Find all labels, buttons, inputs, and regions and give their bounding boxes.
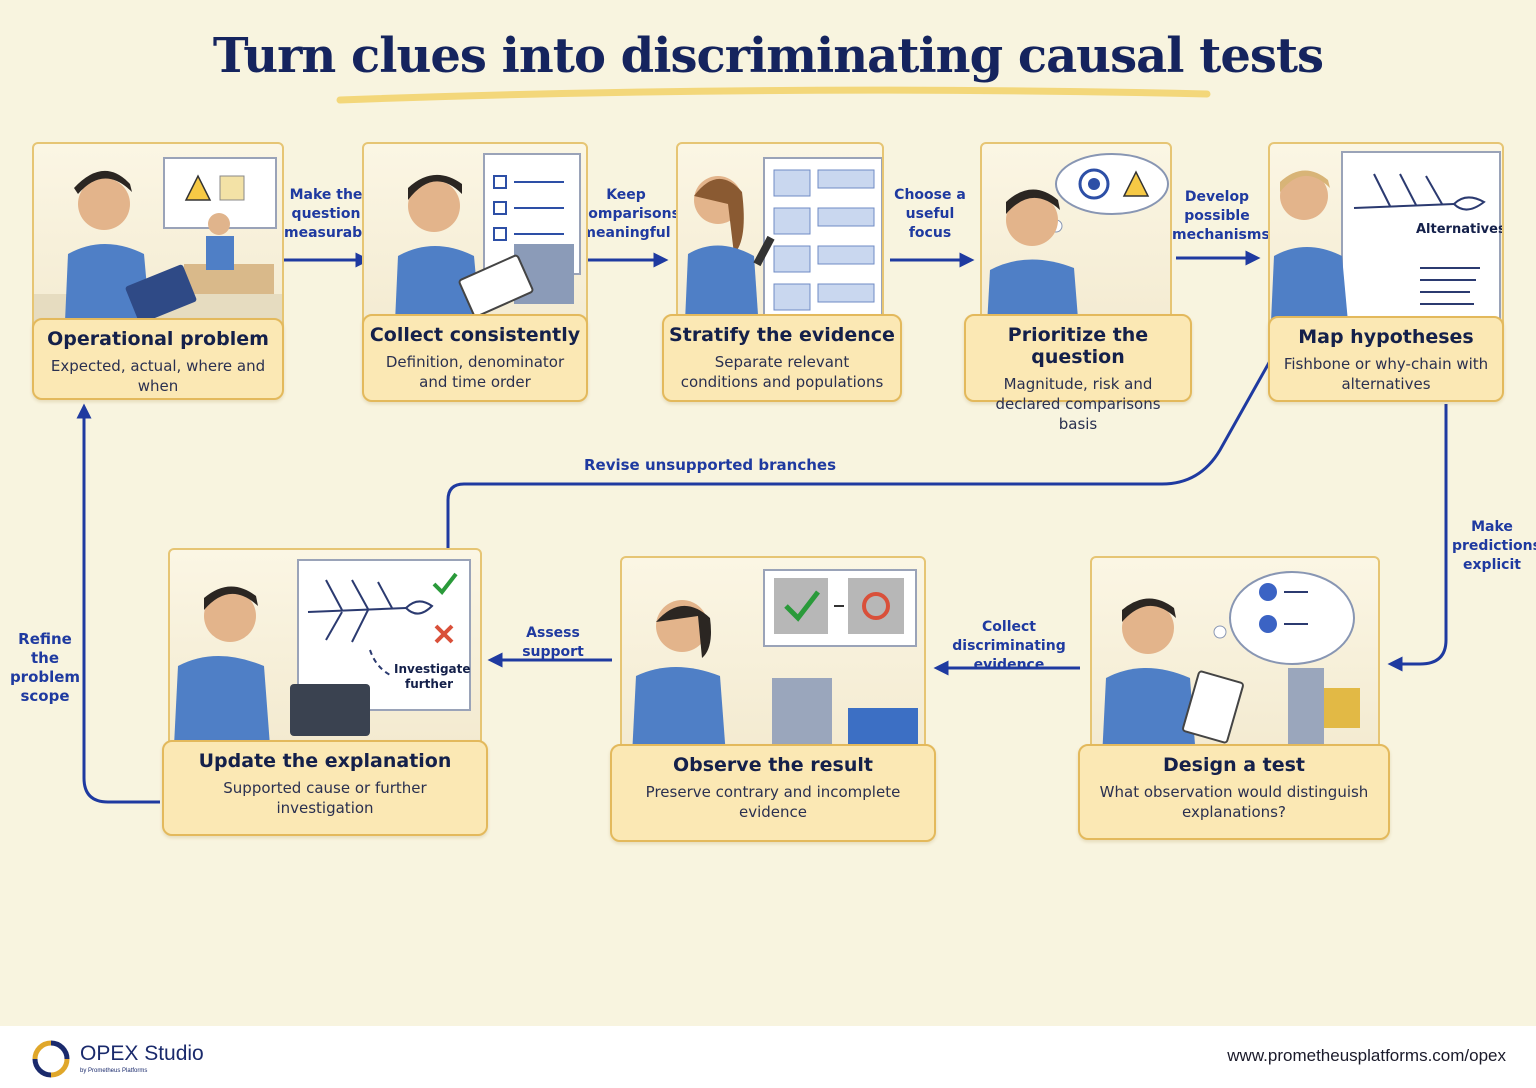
step-description: Separate relevant conditions and populat… [680, 353, 884, 391]
footer-brand-sub: by Prometheus Platforms [80, 1068, 148, 1074]
illustration-design-test [1090, 556, 1380, 760]
step-map-hypotheses: Alternatives Map hypotheses Fishbone or … [1268, 142, 1504, 402]
illustration-collect-consistently [362, 142, 588, 346]
illustration-observe-result [620, 556, 926, 758]
step-update-explanation: Investigate further Update the explanati… [162, 548, 488, 836]
illustration-update-explanation: Investigate further [168, 548, 482, 748]
step-prioritize-question: Prioritize the question Magnitude, risk … [964, 142, 1192, 433]
board-alternatives-label: Alternatives [1416, 222, 1504, 237]
step-title: Observe the result [672, 754, 873, 776]
title-underline [336, 86, 1211, 104]
step-title: Map hypotheses [1298, 326, 1474, 348]
label-make-measurable: Make the question measurable [284, 187, 377, 241]
caption-update-explanation: Update the explanation Supported cause o… [162, 740, 488, 836]
arrow-refine [76, 403, 160, 804]
step-operational-problem: Operational problem Expected, actual, wh… [32, 142, 284, 400]
caption-prioritize-question: Prioritize the question Magnitude, risk … [964, 314, 1192, 433]
caption-design-test: Design a test What observation would dis… [1078, 744, 1390, 840]
board-investigate-label: Investigate further [394, 662, 471, 691]
label-assess-support: Assess support [522, 625, 584, 660]
caption-operational-problem: Operational problem Expected, actual, wh… [32, 318, 284, 400]
arrow-revise [446, 332, 1287, 548]
illustration-map-hypotheses: Alternatives [1268, 142, 1504, 346]
label-collect-evidence: Collect discriminating evidence [952, 619, 1066, 673]
step-description: Preserve contrary and incomplete evidenc… [645, 783, 901, 821]
step-collect-consistently: Collect consistently Definition, denomin… [362, 142, 588, 402]
footer-brand: OPEX Studio [80, 1042, 204, 1065]
step-title: Collect consistently [369, 324, 581, 346]
illustration-operational-problem [32, 142, 284, 346]
step-description: Expected, actual, where and when [50, 357, 266, 395]
label-make-predictions: Make predictions explicit [1452, 519, 1536, 573]
step-observe-result: Observe the result Preserve contrary and… [610, 556, 936, 842]
illustration-prioritize-question [980, 142, 1172, 346]
illustration-stratify-evidence [676, 142, 884, 346]
step-description: Fishbone or why-chain with alternatives [1283, 355, 1489, 393]
step-title: Stratify the evidence [669, 324, 895, 346]
flow-arrows [76, 250, 1448, 804]
step-description: Definition, denominator and time order [385, 353, 565, 391]
label-refine-scope: Refine the problem scope [9, 630, 81, 705]
step-title: Prioritize the question [1007, 324, 1149, 368]
caption-observe-result: Observe the result Preserve contrary and… [610, 744, 936, 842]
step-stratify-evidence: Stratify the evidence Separate relevant … [662, 142, 902, 402]
label-revise-branches: Revise unsupported branches [583, 456, 837, 474]
label-develop-mechanisms: Develop possible mechanisms [1172, 189, 1270, 243]
label-choose-focus: Choose a useful focus [894, 187, 966, 241]
caption-map-hypotheses: Map hypotheses Fishbone or why-chain wit… [1268, 316, 1504, 402]
step-title: Operational problem [47, 328, 269, 350]
step-design-test: Design a test What observation would dis… [1078, 556, 1390, 840]
footer-url[interactable]: www.prometheusplatforms.com/opex [1227, 1046, 1506, 1065]
step-title: Design a test [1162, 754, 1306, 776]
opex-logo-icon [32, 1040, 70, 1078]
step-title: Update the explanation [198, 750, 452, 772]
step-description: Magnitude, risk and declared comparisons… [995, 375, 1161, 433]
page-title: Turn clues into discriminating causal te… [212, 28, 1324, 84]
caption-stratify-evidence: Stratify the evidence Separate relevant … [662, 314, 902, 402]
step-description: What observation would distinguish expla… [1099, 783, 1369, 821]
step-description: Supported cause or further investigation [223, 779, 427, 817]
label-keep-meaningful: Keep comparisons meaningful [580, 187, 680, 241]
caption-collect-consistently: Collect consistently Definition, denomin… [362, 314, 588, 402]
arrow-5-6 [1387, 404, 1448, 672]
footer: OPEX Studio by Prometheus Platforms www.… [0, 1026, 1536, 1088]
